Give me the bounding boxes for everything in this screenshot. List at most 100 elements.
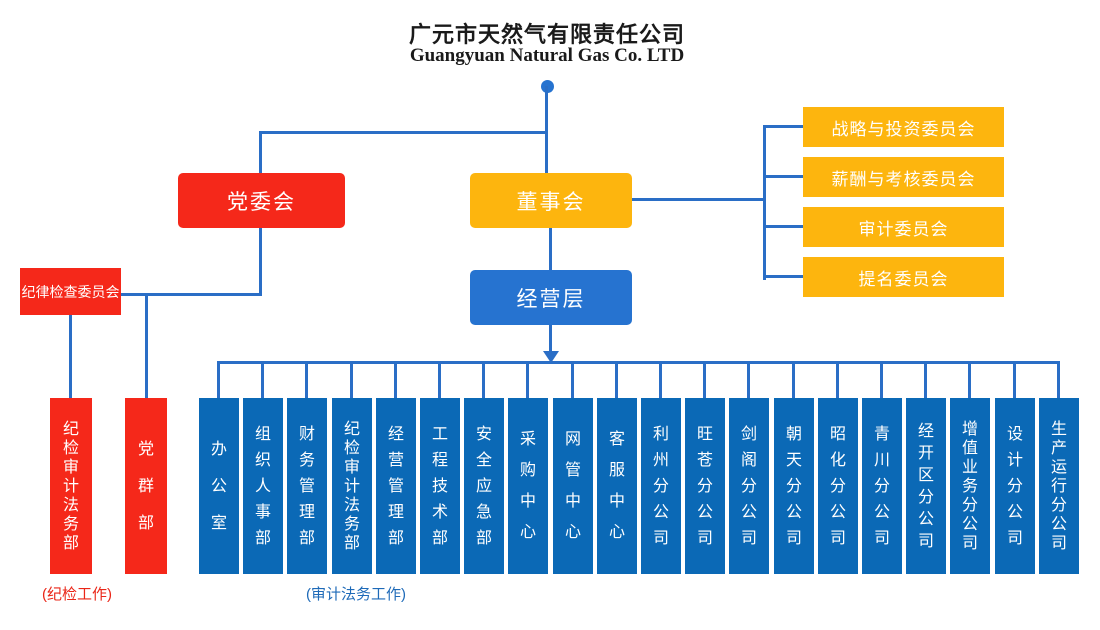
node-department: 财务管理部 bbox=[287, 398, 327, 574]
node-label-char: 设 bbox=[1006, 425, 1023, 443]
node-label-char: 部 bbox=[431, 529, 448, 547]
node-board-of-directors: 董事会 bbox=[470, 173, 632, 228]
node-label-char: 客 bbox=[608, 431, 625, 448]
node-label-char: 服 bbox=[608, 462, 625, 479]
node-label-char: 苍 bbox=[696, 451, 713, 469]
node-label-char: 纪 bbox=[62, 420, 79, 438]
node-department: 剑阁分公司 bbox=[729, 398, 769, 574]
connector-line bbox=[482, 361, 485, 398]
node-label-char: 公 bbox=[696, 503, 713, 521]
node-label-char: 财 bbox=[298, 425, 315, 443]
connector-line bbox=[763, 225, 804, 228]
node-label-char: 分 bbox=[785, 477, 802, 495]
node-department: 经开区分公司 bbox=[906, 398, 946, 574]
node-label-char: 司 bbox=[961, 534, 978, 552]
company-title-en: Guangyuan Natural Gas Co. LTD bbox=[409, 45, 685, 66]
node-label-char: 检 bbox=[343, 439, 360, 457]
node-department: 客服中心 bbox=[597, 398, 637, 574]
node-label-char: 应 bbox=[475, 477, 492, 495]
node-board-committee: 战略与投资委员会 bbox=[803, 107, 1004, 147]
connector-line bbox=[217, 361, 220, 398]
node-label-char: 运 bbox=[1050, 458, 1067, 476]
node-label-char: 务 bbox=[961, 477, 978, 495]
node-label-char: 分 bbox=[1006, 477, 1023, 495]
node-label-char: 组 bbox=[254, 425, 271, 443]
node-label-char: 公 bbox=[210, 477, 227, 495]
node-label-char: 分 bbox=[696, 477, 713, 495]
node-department: 经营管理部 bbox=[376, 398, 416, 574]
node-label-char: 经 bbox=[917, 422, 934, 440]
connector-line bbox=[571, 361, 574, 398]
connector-line bbox=[350, 361, 353, 398]
node-label-char: 司 bbox=[1006, 529, 1023, 547]
node-label-char: 值 bbox=[961, 439, 978, 457]
node-department: 旺苍分公司 bbox=[685, 398, 725, 574]
node-party-department: 纪检审计法务部 bbox=[50, 398, 92, 574]
connector-line bbox=[880, 361, 883, 398]
node-label-char: 审 bbox=[62, 458, 79, 476]
node-label-char: 中 bbox=[608, 493, 625, 510]
node-department: 办公室 bbox=[199, 398, 239, 574]
node-department: 青川分公司 bbox=[862, 398, 902, 574]
node-label-char: 务 bbox=[343, 515, 360, 533]
connector-line bbox=[259, 131, 548, 134]
node-label-char: 州 bbox=[652, 451, 669, 469]
node-label-char: 采 bbox=[519, 431, 536, 448]
node-label-char: 增 bbox=[961, 420, 978, 438]
node-party-committee: 党委会 bbox=[178, 173, 345, 228]
node-label-char: 剑 bbox=[740, 425, 757, 443]
node-label-char: 分 bbox=[917, 488, 934, 506]
node-board-committee: 提名委员会 bbox=[803, 257, 1004, 297]
node-label-char: 务 bbox=[62, 515, 79, 533]
node-department: 纪检审计法务部 bbox=[332, 398, 372, 574]
connector-line bbox=[968, 361, 971, 398]
node-label-char: 办 bbox=[210, 440, 227, 458]
node-label-char: 阁 bbox=[740, 451, 757, 469]
node-label-char: 公 bbox=[829, 503, 846, 521]
node-label-char: 群 bbox=[137, 477, 154, 495]
connector-line bbox=[145, 293, 148, 399]
node-label-char: 公 bbox=[873, 503, 890, 521]
node-label-char: 术 bbox=[431, 503, 448, 521]
connector-line bbox=[259, 131, 262, 174]
node-label-char: 青 bbox=[873, 425, 890, 443]
node-department: 增值业务分公司 bbox=[950, 398, 990, 574]
node-label-char: 开 bbox=[917, 444, 934, 462]
node-label: 董事会 bbox=[516, 190, 586, 214]
node-label-char: 朝 bbox=[785, 425, 802, 443]
node-label-char: 党 bbox=[137, 440, 154, 458]
node-label-char: 分 bbox=[829, 477, 846, 495]
node-label-char: 部 bbox=[298, 529, 315, 547]
node-label-char: 急 bbox=[475, 503, 492, 521]
node-label-char: 工 bbox=[431, 425, 448, 443]
node-label-char: 心 bbox=[608, 524, 625, 541]
node-label-char: 人 bbox=[254, 477, 271, 495]
node-label-char: 部 bbox=[475, 529, 492, 547]
node-label-char: 分 bbox=[652, 477, 669, 495]
node-discipline-inspection-committee: 纪律检查委员会 bbox=[20, 268, 121, 315]
connector-line bbox=[763, 175, 804, 178]
node-label-char: 法 bbox=[62, 496, 79, 514]
node-label-char: 网 bbox=[564, 431, 581, 448]
connector-line bbox=[120, 293, 262, 296]
node-label-char: 管 bbox=[564, 462, 581, 479]
node-label-char: 全 bbox=[475, 451, 492, 469]
connector-line bbox=[1057, 361, 1060, 398]
node-label-char: 部 bbox=[343, 534, 360, 552]
node-label-char: 公 bbox=[961, 515, 978, 533]
connector-line bbox=[438, 361, 441, 398]
node-label-char: 司 bbox=[829, 529, 846, 547]
node-label-char: 部 bbox=[254, 529, 271, 547]
node-department: 设计分公司 bbox=[995, 398, 1035, 574]
node-label-char: 司 bbox=[696, 529, 713, 547]
node-label-char: 司 bbox=[740, 529, 757, 547]
connector-line bbox=[394, 361, 397, 398]
node-label-char: 心 bbox=[519, 524, 536, 541]
node-label-char: 程 bbox=[431, 451, 448, 469]
node-label-char: 公 bbox=[1006, 503, 1023, 521]
connector-line bbox=[526, 361, 529, 398]
node-label-char: 业 bbox=[961, 458, 978, 476]
node-label-char: 司 bbox=[873, 529, 890, 547]
node-label-char: 室 bbox=[210, 514, 227, 532]
